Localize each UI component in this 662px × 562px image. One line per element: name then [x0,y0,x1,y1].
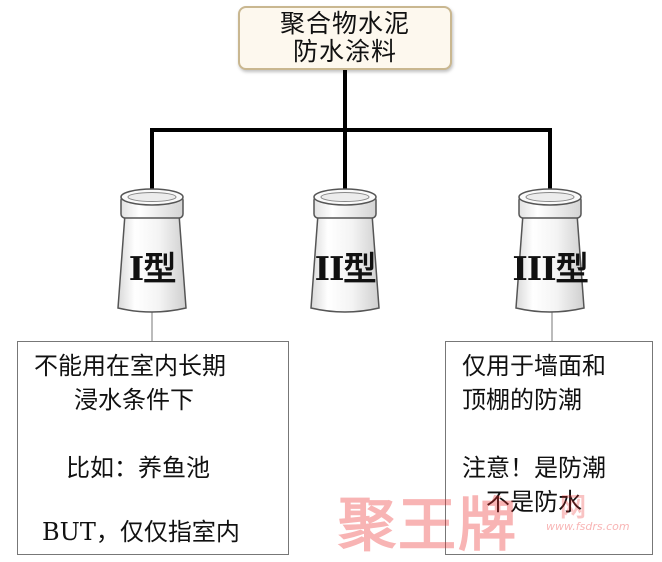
type-1-note-line-2: 浸水条件下 [74,386,194,414]
root-node: 聚合物水泥 防水涂料 [238,6,452,70]
bucket-3-icon [515,188,585,313]
bucket-1-icon [117,188,187,313]
tree-connectors [150,70,552,190]
type-1-note-line-1: 不能用在室内长期 [34,352,226,380]
type-3-note-line-3: 注意！是防潮 [462,454,606,482]
note-connectors [151,312,553,341]
type-1-note-line-4: BUT，仅仅指室内 [42,518,240,546]
watermark-text: 聚王牌 [338,491,519,559]
type-2-label: II型 [314,249,377,288]
type-3-note-line-2: 顶棚的防潮 [462,386,582,414]
watermark-suffix: 网 [560,493,587,523]
bucket-2-icon [310,188,380,313]
type-1-note: 不能用在室内长期 浸水条件下 比如：养鱼池 BUT，仅仅指室内 [17,341,289,555]
watermark-url: www.fsdrs.com [546,520,630,533]
type-3-note-line-1: 仅用于墙面和 [462,352,606,380]
type-3-note: 仅用于墙面和 顶棚的防潮 注意！是防潮 不是防水 [445,341,653,555]
type-3-label: III型 [512,249,588,288]
type-1-note-line-3: 比如：养鱼池 [66,454,210,482]
type-3-note-line-4: 不是防水 [486,488,582,516]
root-title-line-1: 聚合物水泥 [279,9,410,38]
root-title-line-2: 防水涂料 [292,37,397,66]
type-1-label: I型 [128,249,176,288]
